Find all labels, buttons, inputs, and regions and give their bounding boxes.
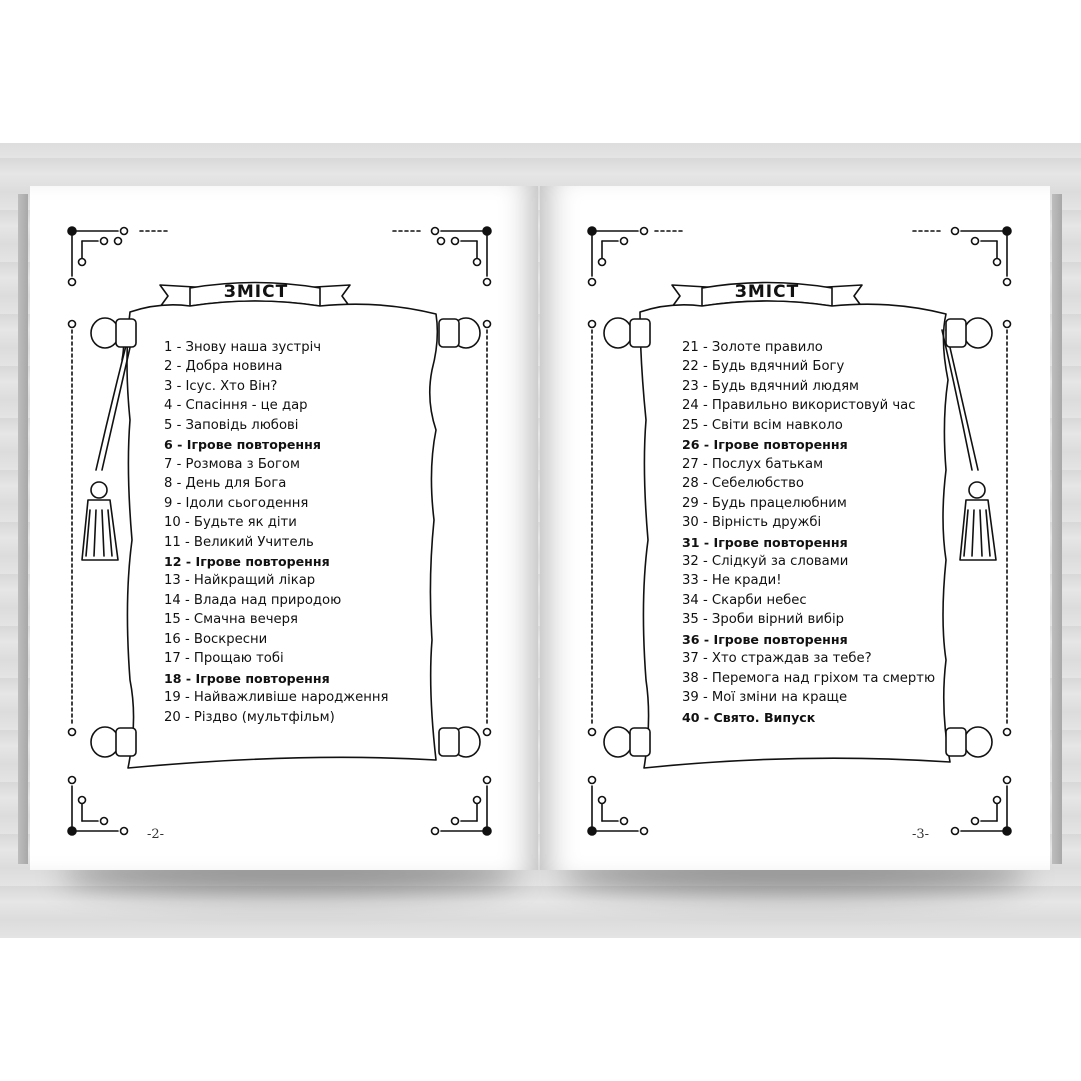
toc-entry: 27 - Послух батькам	[682, 456, 824, 472]
toc-entry: 13 - Найкращий лікар	[164, 573, 316, 589]
toc-entry: 33 - Не кради!	[682, 573, 782, 589]
page-stack-edge-right	[1052, 194, 1062, 864]
toc-entry: 24 - Правильно використовуй час	[682, 398, 916, 414]
toc-entry: 26 - Ігрове повторення	[682, 437, 848, 453]
toc-entry: 21 - Золоте правило	[682, 340, 823, 355]
toc-entry: 19 - Найважливіше народження	[164, 690, 389, 706]
toc-entry: 11 - Великий Учитель	[164, 534, 314, 550]
corner-ornament-bottom-right	[430, 775, 492, 836]
scroll-left-page	[81, 281, 481, 769]
toc-entry: 25 - Світи всім навколо	[682, 417, 843, 433]
toc-entry: 35 - Зроби вірний вибір	[682, 612, 844, 628]
page-title-left: ЗМІСТ	[223, 282, 289, 302]
toc-entry: 36 - Ігрове повторення	[682, 631, 848, 647]
corner-ornament-top-right	[389, 226, 492, 287]
corner-ornament-top-left-right-page	[587, 226, 686, 287]
toc-entry: 20 - Різдво (мультфільм)	[164, 709, 335, 725]
toc-entry: 40 - Свято. Випуск	[682, 709, 816, 725]
dashed-side-border-right-page	[591, 329, 1008, 726]
corner-ornament-top-right-right-page	[909, 226, 1012, 287]
toc-entry: 32 - Слідкуй за словами	[682, 553, 849, 569]
toc-entry: 22 - Будь вдячний Богу	[682, 359, 845, 375]
toc-entry: 3 - Ісус. Хто Він?	[164, 378, 278, 394]
table-of-contents-left: 1 - Знову наша зустріч 2 - Добра новина 3 …	[164, 338, 388, 727]
scroll-right-page	[603, 281, 997, 769]
corner-ornament-bottom-left	[67, 775, 129, 836]
toc-entry: 31 - Ігрове повторення	[682, 534, 848, 550]
toc-entry: 37 - Хто страждав за тебе?	[682, 651, 872, 667]
toc-entry: 29 - Будь працелюбним	[682, 495, 847, 511]
toc-entry: 38 - Перемога над гріхом та смертю	[682, 670, 936, 686]
toc-entry: 6 - Ігрове повторення	[164, 437, 321, 453]
toc-entry: 30 - Вірність дружбі	[682, 515, 822, 531]
table-of-contents-right: 21 - Золоте правило 22 - Будь вдячний Бог…	[682, 338, 935, 727]
toc-entry: 23 - Будь вдячний людям	[682, 378, 859, 394]
toc-entry: 18 - Ігрове повторення	[164, 670, 330, 686]
corner-ornament-bottom-left-right-page	[587, 775, 649, 836]
corner-ornament-bottom-right-right-page	[950, 775, 1012, 836]
toc-entry: 16 - Воскресни	[164, 631, 268, 647]
toc-entry: 4 - Спасіння - це дар	[164, 398, 308, 414]
page-number-right: -3-	[912, 827, 930, 842]
toc-entry: 15 - Смачна вечеря	[164, 612, 298, 628]
toc-entry: 17 - Прощаю тобі	[164, 651, 284, 667]
toc-entry: 5 - Заповідь любові	[164, 417, 299, 433]
page-title-right: ЗМІСТ	[734, 282, 800, 302]
toc-entry: 28 - Себелюбство	[682, 476, 804, 492]
toc-entry: 34 - Скарби небес	[682, 592, 807, 608]
toc-entry: 10 - Будьте як діти	[164, 515, 297, 531]
toc-entry: 39 - Мої зміни на краще	[682, 690, 848, 706]
corner-ornament-top-left	[67, 226, 171, 287]
dashed-side-border-left-page	[71, 329, 488, 726]
page-stack-edge-left	[18, 194, 28, 864]
toc-entry: 8 - День для Бога	[164, 476, 287, 492]
toc-entry: 12 - Ігрове повторення	[164, 553, 330, 569]
toc-entry: 7 - Розмова з Богом	[164, 456, 300, 472]
toc-entry: 14 - Влада над природою	[164, 592, 342, 608]
toc-entry: 1 - Знову наша зустріч	[164, 340, 322, 355]
page-number-left: -2-	[147, 827, 165, 842]
toc-entry: 9 - Ідоли сьогодення	[164, 495, 309, 511]
toc-entry: 2 - Добра новина	[164, 359, 283, 375]
